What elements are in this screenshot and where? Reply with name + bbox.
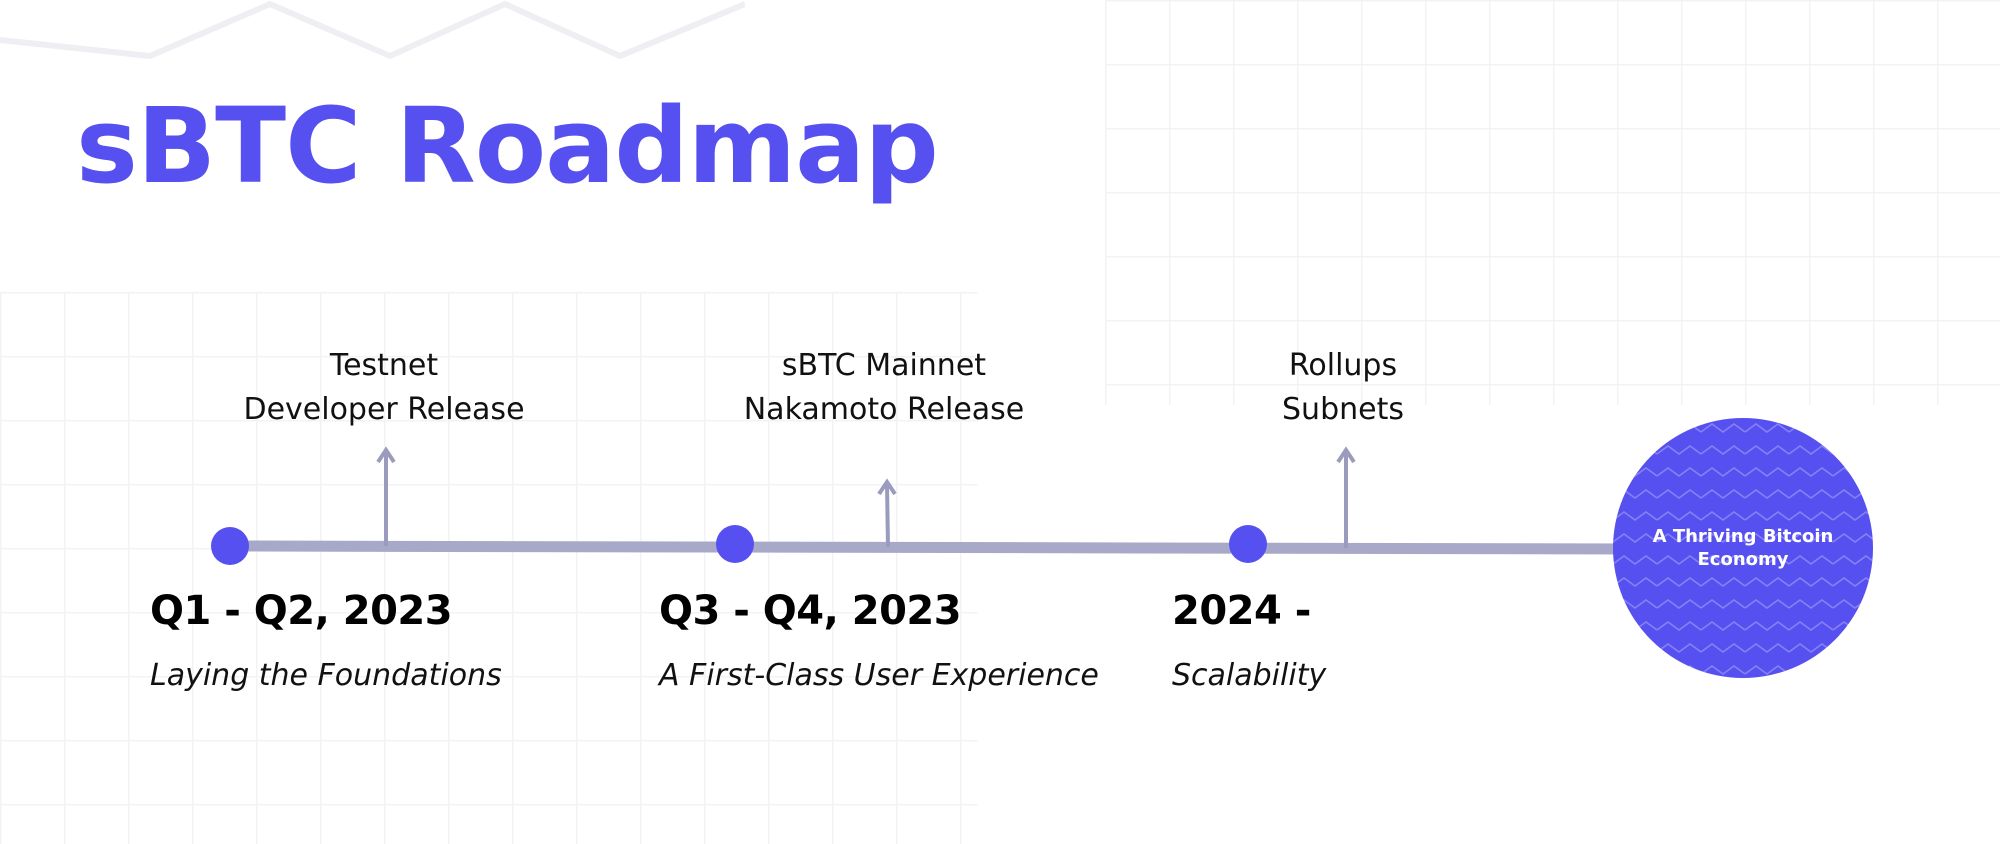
milestone-dot-3 bbox=[1229, 525, 1267, 563]
release-arrow-2 bbox=[877, 478, 897, 548]
milestone-period-3: 2024 - bbox=[1172, 588, 1311, 634]
release-label-2: sBTC Mainnet Nakamoto Release bbox=[744, 344, 1025, 432]
milestone-period-1: Q1 - Q2, 2023 bbox=[150, 588, 453, 634]
release-name: Developer Release bbox=[243, 392, 525, 427]
release-arrow-1 bbox=[376, 446, 396, 546]
release-name: Rollups bbox=[1288, 348, 1398, 383]
milestone-dot-2 bbox=[716, 525, 754, 563]
page-title: sBTC Roadmap bbox=[76, 85, 939, 207]
release-name: Testnet bbox=[329, 348, 439, 383]
wave-pattern bbox=[1613, 418, 1873, 678]
release-name: Subnets bbox=[1282, 392, 1404, 427]
release-label-1: Testnet Developer Release bbox=[243, 344, 524, 432]
milestone-theme-2: A First-Class User Experience bbox=[659, 658, 1099, 693]
release-label-3: Rollups Subnets bbox=[1282, 344, 1404, 432]
goal-circle: A Thriving Bitcoin Economy bbox=[1613, 418, 1873, 678]
milestone-period-2: Q3 - Q4, 2023 bbox=[659, 588, 962, 634]
milestone-theme-1: Laying the Foundations bbox=[150, 658, 502, 693]
milestone-theme-3: Scalability bbox=[1172, 658, 1327, 693]
timeline-line bbox=[224, 540, 1646, 555]
release-name: sBTC Mainnet bbox=[781, 348, 987, 383]
release-arrow-3 bbox=[1336, 446, 1356, 548]
milestone-dot-1 bbox=[211, 527, 249, 565]
goal-label: A Thriving Bitcoin Economy bbox=[1652, 526, 1834, 570]
decorative-zigzag bbox=[0, 0, 745, 60]
release-name: Nakamoto Release bbox=[743, 392, 1025, 427]
